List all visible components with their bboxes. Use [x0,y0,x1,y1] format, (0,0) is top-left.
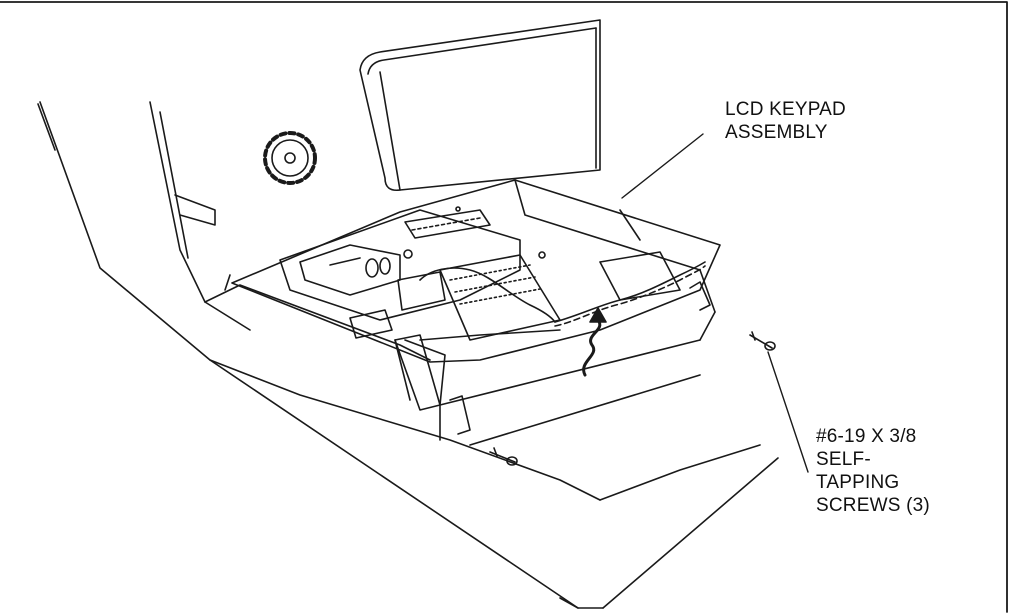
screw-right [749,331,776,351]
twisted-wire [419,261,706,327]
lift-arrow-icon [582,307,607,377]
leader-lcd-keypad [621,133,704,199]
keypad-assembly [231,179,721,411]
lcd-keypad-assembly-label: LCD KEYPAD ASSEMBLY [725,98,846,144]
screws-label-line-4: SCREWS (3) [816,495,930,516]
leader-screws [767,351,809,473]
lcd-label-line-1: LCD KEYPAD [725,99,846,120]
gear-icon [263,131,317,185]
lcd-lid [359,19,601,192]
base-housing [37,101,779,609]
screw-bottom [489,447,518,466]
screw-mount-left [449,395,471,435]
screws-label-line-3: TAPPING [816,472,900,493]
screws-label-line-2: SELF- [816,449,871,470]
screws-label-line-1: #6-19 X 3/8 [816,426,917,447]
lcd-label-line-2: ASSEMBLY [725,122,828,143]
screw-mount-right [689,281,711,311]
screws-label: #6-19 X 3/8 SELF- TAPPING SCREWS (3) [816,425,930,517]
